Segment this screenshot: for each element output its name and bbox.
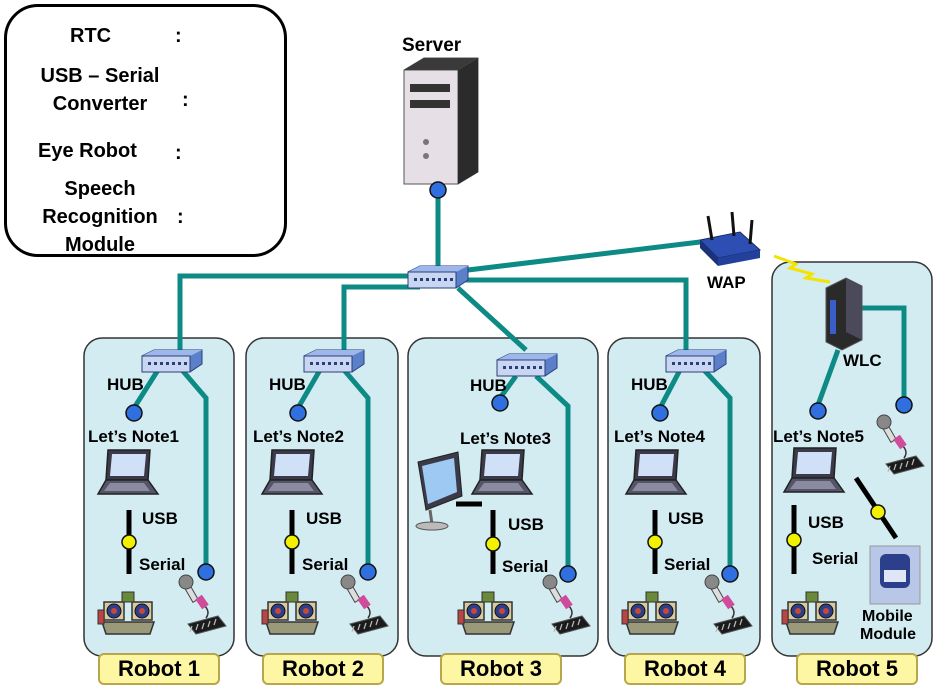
legend-rtc-label: RTC xyxy=(70,25,112,47)
robot1-hub-label: HUB xyxy=(107,375,144,394)
robot2-laptop-label: Let’s Note2 xyxy=(253,427,345,446)
robot1-laptop-icon xyxy=(97,449,159,495)
server-label: Server xyxy=(402,35,462,56)
robot2-serial-label: Serial xyxy=(302,555,349,574)
legend-speech-label-line2: Recognition xyxy=(42,206,158,228)
robot4-usb-label: USB xyxy=(668,509,704,528)
robot4-tag: Robot 4 xyxy=(624,653,746,685)
server-icon xyxy=(403,57,479,185)
robot5-serial-label: Serial xyxy=(812,549,859,568)
wireless-link-icon xyxy=(773,254,831,284)
wlc-icon xyxy=(825,277,863,351)
robot3-hub-label: HUB xyxy=(470,376,507,395)
mobile-module-label-line2: Module xyxy=(860,626,916,643)
legend-colon: : xyxy=(177,206,184,228)
robot5-laptop-label: Let’s Note5 xyxy=(773,427,865,446)
robot2-laptop-icon xyxy=(261,449,323,495)
robot4-hub-icon xyxy=(665,349,727,373)
robot3-usb-label: USB xyxy=(508,515,544,534)
robot3-hub-icon xyxy=(496,353,558,377)
robot5-laptop-icon xyxy=(783,447,845,493)
wap-icon xyxy=(698,211,762,266)
robot1-tag: Robot 1 xyxy=(98,653,220,685)
wlc-label: WLC xyxy=(843,351,882,370)
network-cables xyxy=(131,188,907,572)
wap-label: WAP xyxy=(707,273,746,292)
robot2-tag: Robot 2 xyxy=(262,653,384,685)
legend-usb-serial-label-line1: USB – Serial xyxy=(40,65,160,87)
robot2-usb-label: USB xyxy=(306,509,342,528)
robot1-serial-label: Serial xyxy=(139,555,186,574)
robot5-usb-label: USB xyxy=(808,513,844,532)
central-hub-icon xyxy=(407,265,469,289)
legend-colon: : xyxy=(175,25,182,47)
robot3-serial-label: Serial xyxy=(502,557,549,576)
legend xyxy=(4,4,287,257)
legend-colon: : xyxy=(175,142,182,164)
robot4-laptop-label: Let’s Note4 xyxy=(614,427,706,446)
legend-speech-label-line3: Module xyxy=(65,234,135,256)
robot1-laptop-label: Let’s Note1 xyxy=(88,427,180,446)
legend-eye-robot-label: Eye Robot xyxy=(38,140,137,162)
legend-usb-serial-label-line2: Converter xyxy=(52,93,148,115)
converter-nodes xyxy=(121,504,886,552)
robot2-hub-label: HUB xyxy=(269,375,306,394)
robot4-laptop-icon xyxy=(625,449,687,495)
monitor-icon xyxy=(415,451,463,531)
robot1-hub-icon xyxy=(141,349,203,373)
rtc-nodes xyxy=(125,181,913,583)
mobile-module-label-line1: Mobile xyxy=(862,608,913,625)
legend-speech-label-line1: Speech xyxy=(64,178,136,200)
robot2-hub-icon xyxy=(303,349,365,373)
robot1-usb-label: USB xyxy=(142,509,178,528)
robot5-tag: Robot 5 xyxy=(796,653,918,685)
robot4-hub-label: HUB xyxy=(631,375,668,394)
legend-colon: : xyxy=(182,89,189,111)
robot3-laptop-label: Let’s Note3 xyxy=(460,429,552,448)
robot3-tag: Robot 3 xyxy=(440,653,562,685)
mobile-module-icon xyxy=(869,545,921,605)
robot4-serial-label: Serial xyxy=(664,555,711,574)
robot3-laptop-icon xyxy=(471,449,533,495)
